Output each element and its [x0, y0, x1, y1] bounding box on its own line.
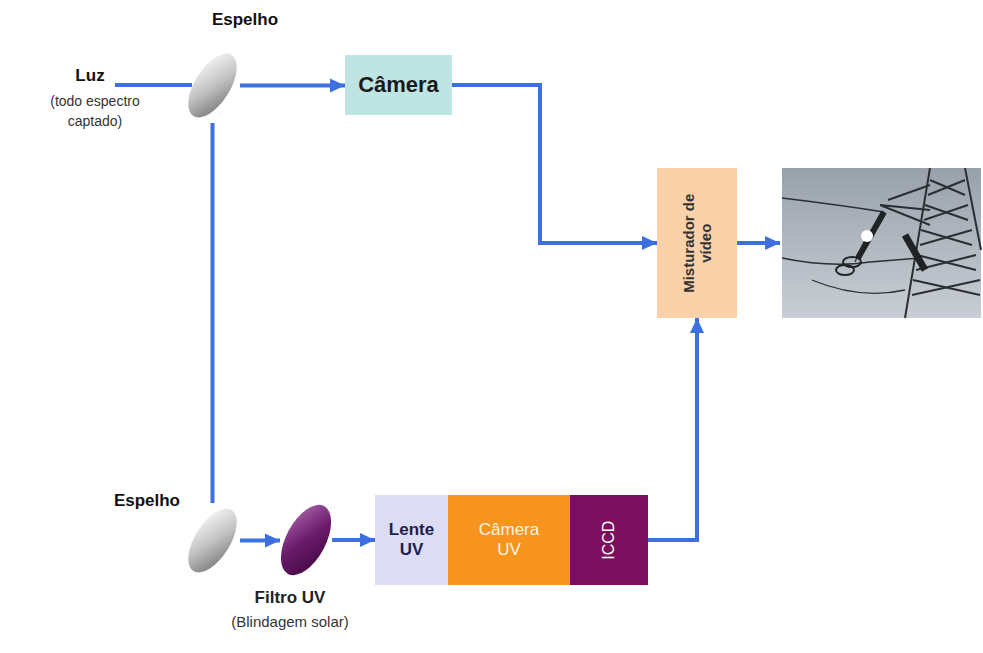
box-text: Câmera UV	[473, 520, 545, 559]
light-ray	[115, 83, 192, 87]
mirror-svg	[185, 48, 240, 123]
iccd-box: ICCD	[570, 495, 648, 585]
box-text: Lente UV	[382, 520, 442, 559]
box-text: Câmera	[358, 72, 439, 97]
source-label: Luz	[75, 64, 104, 88]
output-arrow	[737, 241, 780, 245]
corona-spot	[861, 230, 873, 242]
video-mixer-box: Misturador de vídeo	[657, 168, 737, 318]
filter-svg	[280, 500, 332, 580]
camera-box: Câmera	[345, 55, 452, 115]
mirror-svg	[185, 503, 240, 578]
connector-arrow	[648, 318, 697, 540]
node-label: (Blindagem solar)	[231, 613, 349, 630]
mirror-ellipse	[178, 501, 246, 581]
node-label: Espelho	[114, 491, 180, 511]
connector-arrow	[211, 123, 215, 503]
insulator	[836, 212, 925, 275]
source-note: (todo espectro captado)	[40, 92, 150, 131]
connector-arrow	[332, 538, 375, 542]
photo-sky	[782, 168, 981, 318]
node-label: Filtro UV	[255, 588, 326, 608]
mirror-shape: Espelho	[185, 48, 240, 123]
connector-arrow	[240, 84, 345, 88]
power-lines	[782, 198, 920, 293]
connector-arrow	[240, 539, 280, 543]
tower-photo	[782, 168, 981, 318]
mirror-ellipse	[178, 46, 246, 126]
uv-filter: Filtro UV(Blindagem solar)	[280, 500, 332, 580]
uv-camera-box: Câmera UV	[448, 495, 570, 585]
tower-lattice	[880, 168, 981, 318]
box-text: Misturador de vídeo	[680, 191, 715, 295]
uv-lens-box: Lente UV	[375, 495, 448, 585]
box-text: ICCD	[600, 505, 618, 575]
mirror-shape: Espelho	[185, 503, 240, 578]
filter-ellipse	[271, 497, 342, 583]
connector-arrow	[452, 85, 657, 243]
node-label: Espelho	[212, 10, 278, 30]
